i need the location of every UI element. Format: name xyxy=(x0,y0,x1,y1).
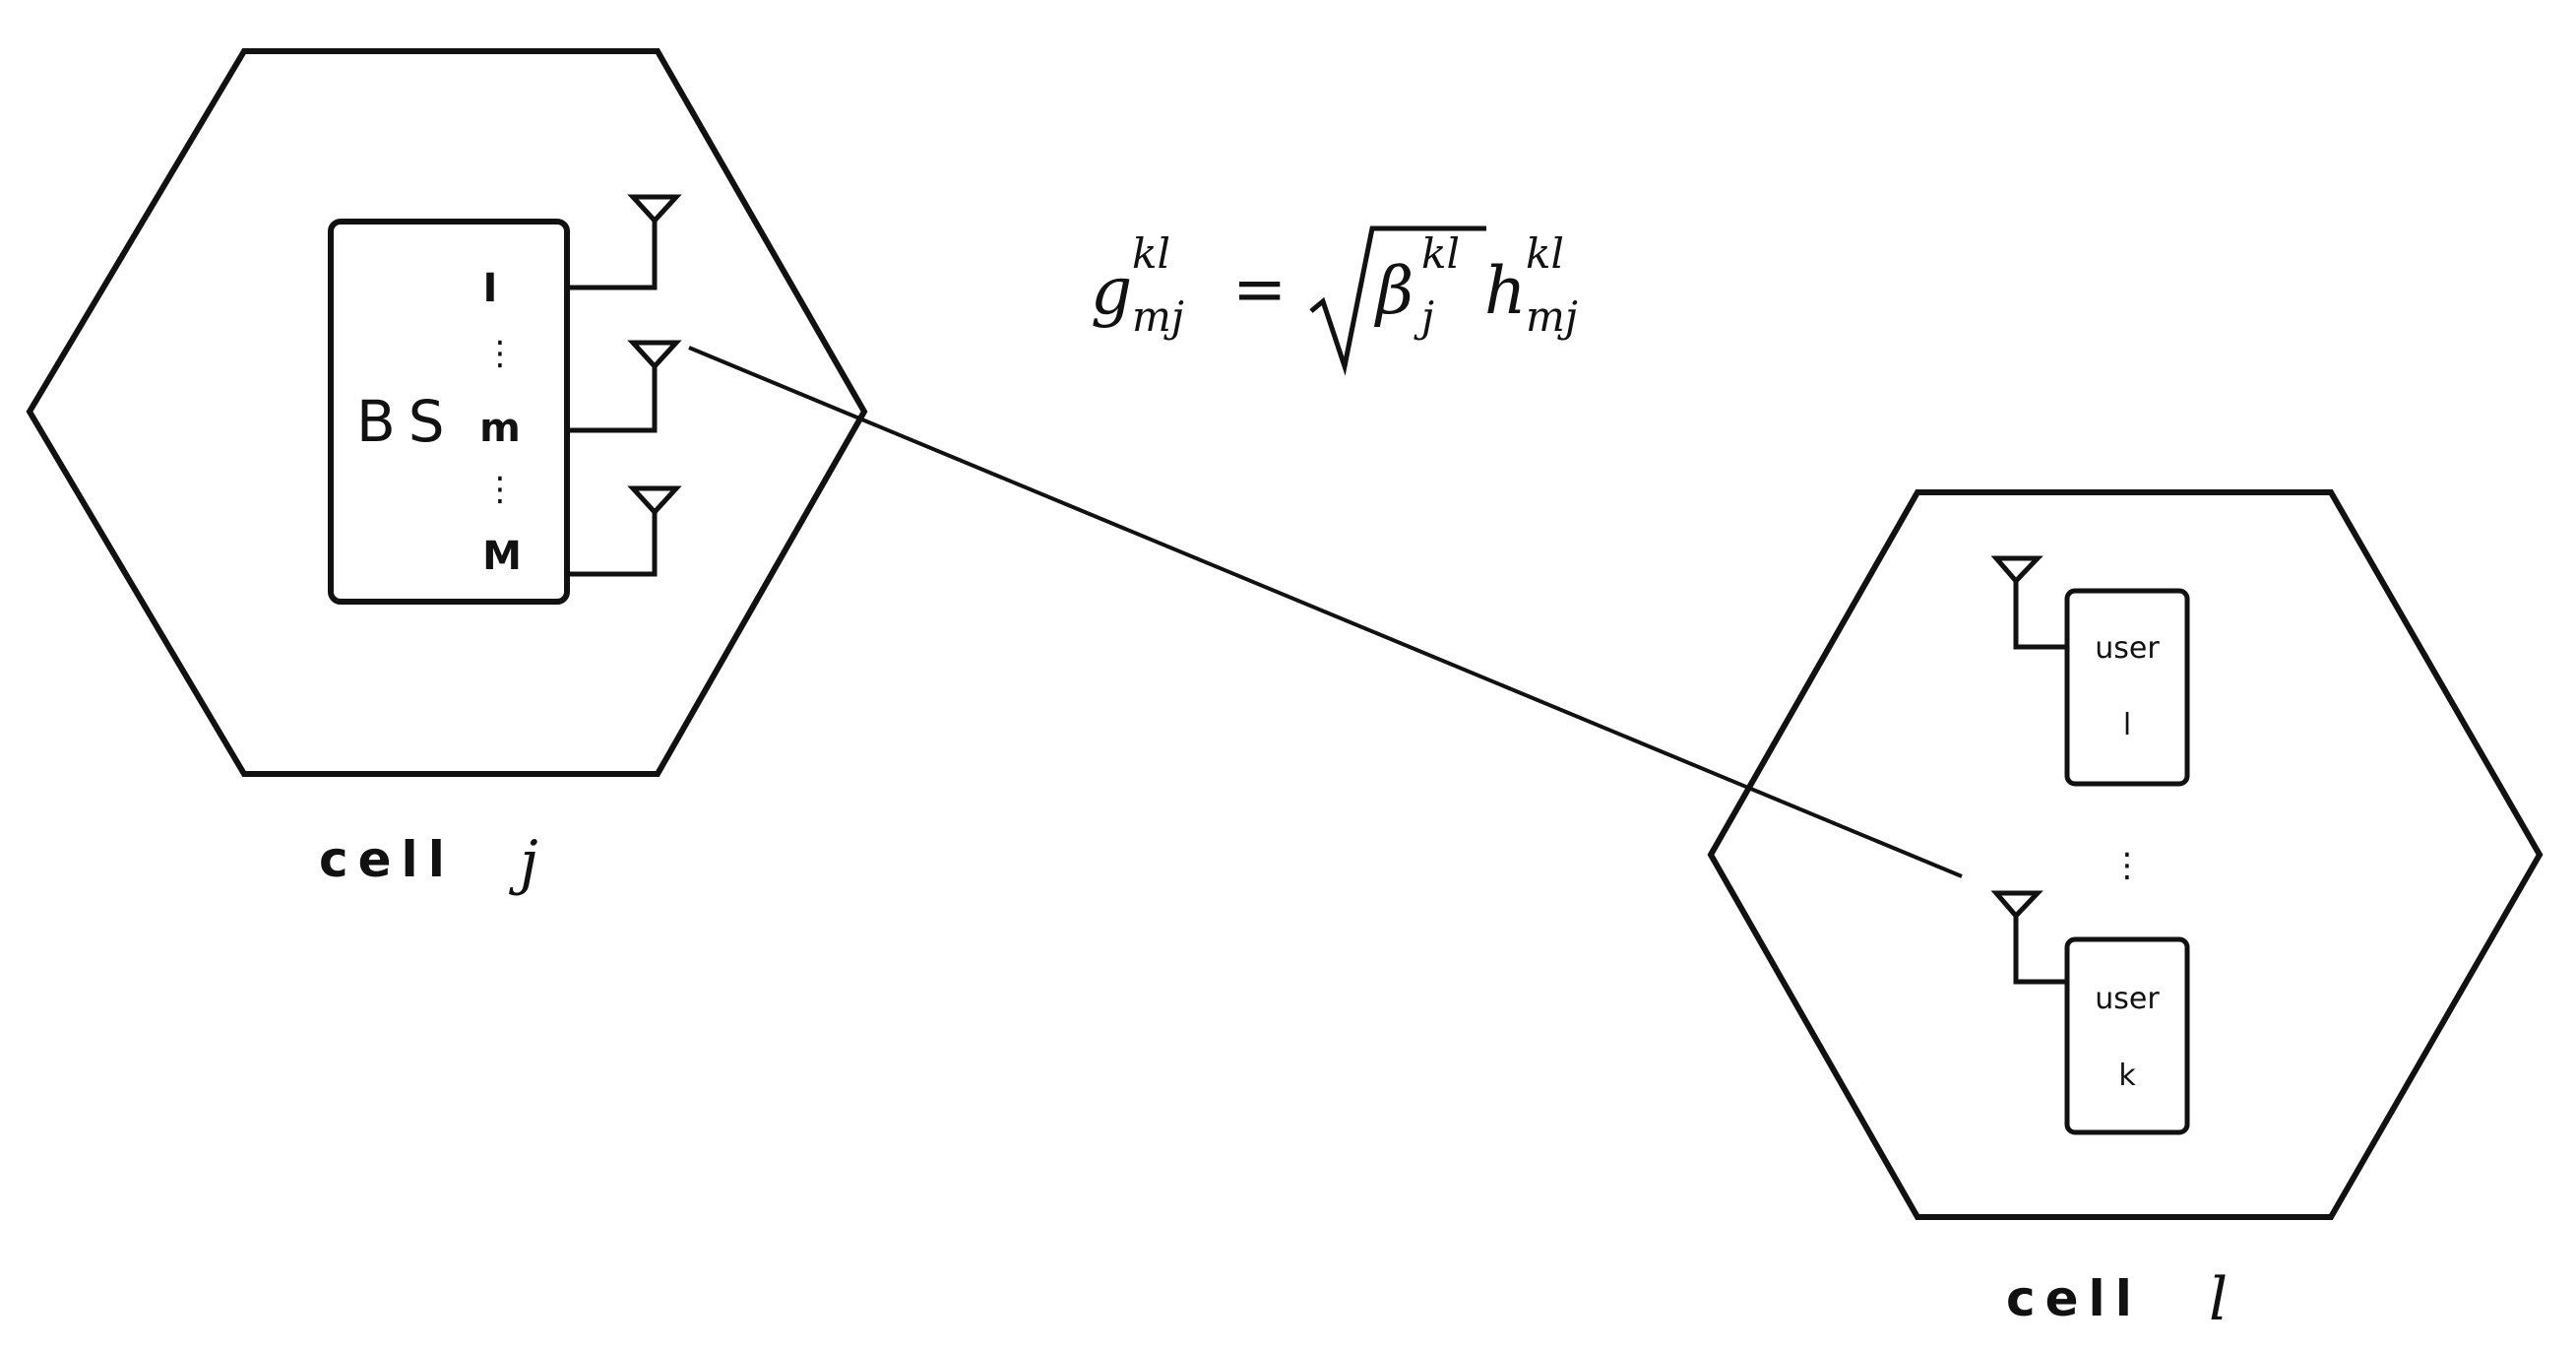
formula-beta: β xyxy=(1373,253,1414,329)
antenna-index-middle: m xyxy=(479,406,521,451)
antenna-index-last: M xyxy=(482,534,522,579)
bs-antenna-m xyxy=(567,340,682,433)
cell-j-label: cell xyxy=(319,831,455,888)
formula-sqrt-sign xyxy=(1309,225,1486,376)
cell-j-hexagon xyxy=(26,48,868,777)
bs-antenna-M xyxy=(567,485,682,577)
formula-g-sup: kl xyxy=(1132,229,1170,278)
cell-l-caption: cell l xyxy=(2006,1265,2228,1334)
formula-h-sub: mj xyxy=(1526,292,1578,341)
base-station-box xyxy=(328,219,570,605)
user-l-label: user xyxy=(2095,631,2160,666)
base-station: BS I ⋮ m ⋮ M xyxy=(328,219,570,605)
channel-link-line xyxy=(688,346,1963,878)
antenna-index-ellipsis-2: ⋮ xyxy=(483,470,517,509)
cell-j-caption: cell j xyxy=(319,828,538,897)
user-k-antenna xyxy=(1990,890,2067,985)
cell-l-hexagon xyxy=(1707,489,2544,1220)
user-k: user k xyxy=(1990,890,2190,1135)
formula-beta-sub: j xyxy=(1414,292,1434,341)
user-l: user l xyxy=(1990,555,2190,787)
base-station-label: BS xyxy=(356,388,459,455)
cell-l-variable: l xyxy=(2209,1265,2228,1334)
formula-equals: = xyxy=(1232,251,1287,327)
channel-formula: g kl mj = β kl j h kl mj xyxy=(1091,225,1578,376)
user-l-antenna xyxy=(1990,555,2067,650)
user-l-index: l xyxy=(2123,708,2131,742)
users-ellipsis: ⋮ xyxy=(2110,846,2144,885)
antenna-index-first: I xyxy=(483,266,498,311)
bs-antenna-1 xyxy=(567,194,682,290)
formula-h: h xyxy=(1484,253,1527,329)
formula-g: g xyxy=(1091,253,1132,329)
user-k-box xyxy=(2064,936,2190,1135)
formula-h-sup: kl xyxy=(1526,229,1564,278)
cell-j-variable: j xyxy=(509,828,538,897)
user-l-box xyxy=(2064,588,2190,787)
formula-beta-sup: kl xyxy=(1421,229,1460,278)
antenna-index-ellipsis-1: ⋮ xyxy=(483,334,517,373)
user-k-label: user xyxy=(2095,982,2160,1016)
user-k-index: k xyxy=(2118,1059,2136,1093)
formula-g-sub: mj xyxy=(1132,292,1184,341)
cell-l-label: cell xyxy=(2006,1270,2142,1327)
